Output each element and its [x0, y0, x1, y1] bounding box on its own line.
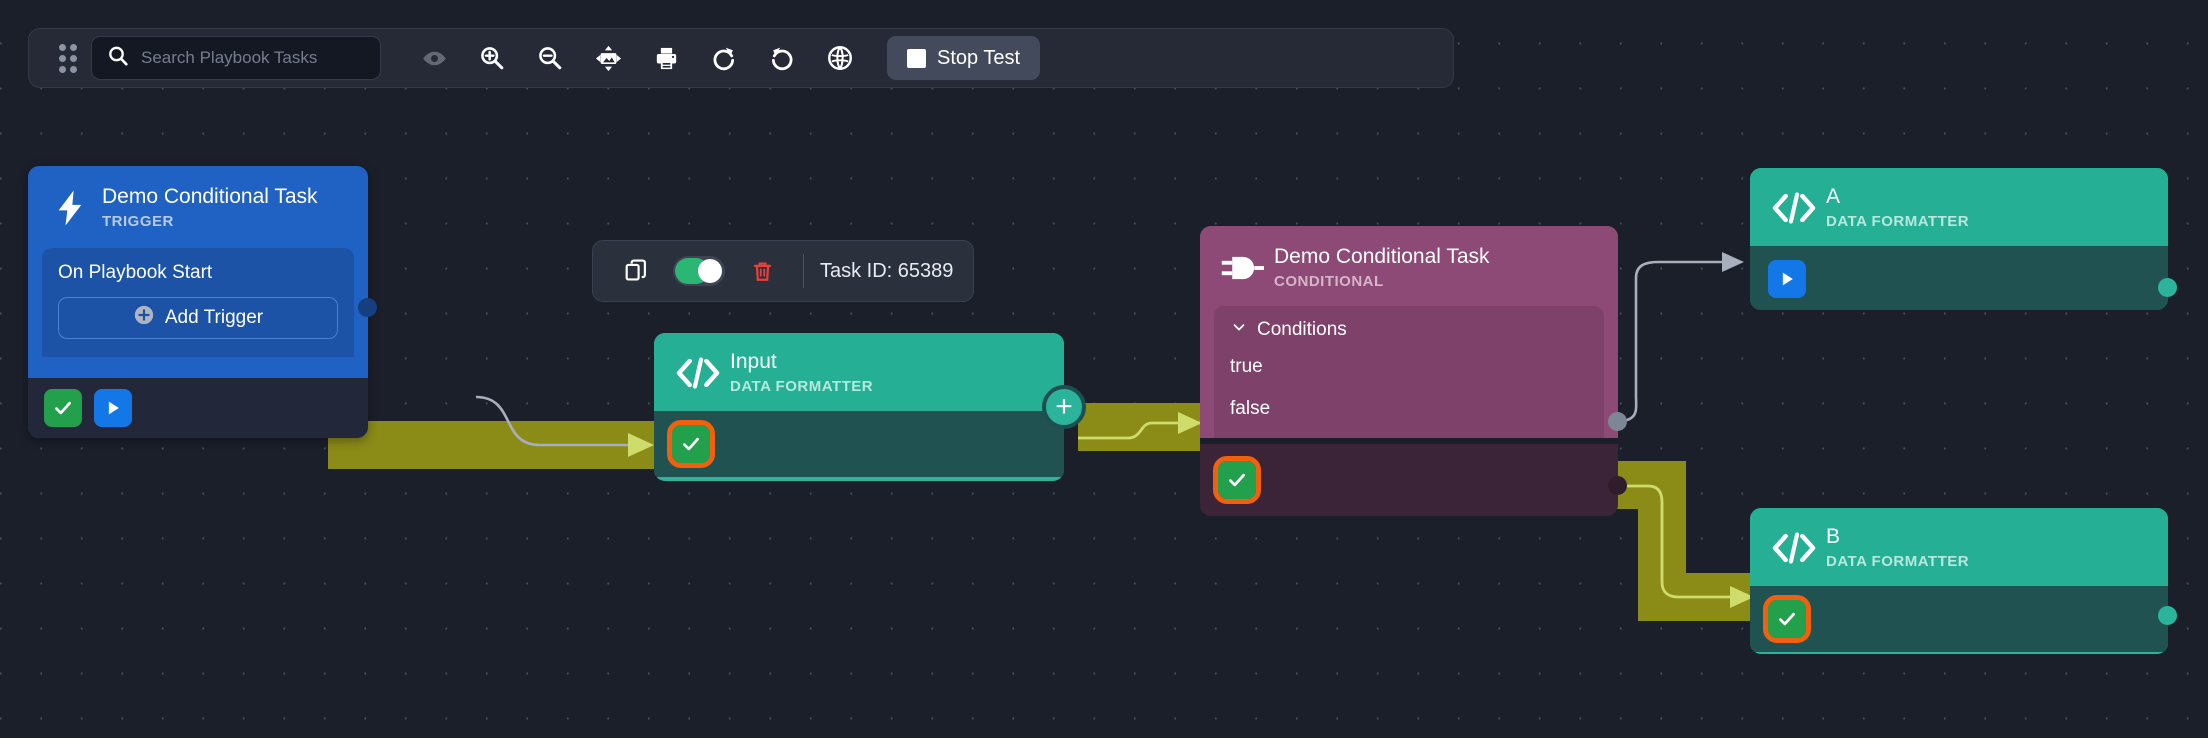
zoom-out-icon[interactable]: [521, 34, 579, 82]
node-b-header: B DATA FORMATTER: [1750, 508, 2168, 586]
eye-icon[interactable]: [405, 34, 463, 82]
conditions-section: Conditions true false: [1214, 306, 1604, 438]
node-b-check-button[interactable]: [1763, 595, 1811, 643]
condition-true-label: true: [1230, 356, 1263, 377]
search-field[interactable]: [91, 36, 381, 80]
trigger-title-block: Demo Conditional Task TRIGGER: [96, 184, 318, 232]
conditions-label: Conditions: [1257, 319, 1347, 340]
trigger-subtitle: TRIGGER: [102, 213, 174, 230]
code-icon: [1768, 531, 1820, 565]
plus-circle-icon: [133, 304, 155, 332]
node-b-inner: B DATA FORMATTER: [1750, 508, 2168, 654]
search-icon: [106, 44, 130, 73]
code-icon: [672, 356, 724, 390]
input-subtitle: DATA FORMATTER: [730, 378, 874, 395]
toggle-knob: [698, 259, 722, 283]
enable-toggle[interactable]: [673, 256, 725, 286]
trigger-header: Demo Conditional Task TRIGGER: [28, 166, 368, 244]
edge-arrow-input-conditional: [1178, 412, 1202, 434]
conditional-subtitle: CONDITIONAL: [1274, 273, 1384, 290]
node-a-footer: [1750, 246, 2168, 310]
undo-icon[interactable]: [753, 34, 811, 82]
stop-test-label: Stop Test: [937, 46, 1021, 69]
node-b-footer: [1750, 586, 2168, 652]
input-node-inner: Input DATA FORMATTER: [654, 333, 1064, 481]
toolbar-icon-group: [405, 34, 869, 82]
node-input[interactable]: Input DATA FORMATTER +: [654, 333, 1086, 481]
stop-square-icon: [907, 48, 926, 68]
conditional-title-block: Demo Conditional Task CONDITIONAL: [1268, 244, 1490, 292]
conditional-header: Demo Conditional Task CONDITIONAL: [1200, 226, 1618, 306]
trigger-play-button[interactable]: [94, 389, 132, 427]
edge-true-to-a: [1611, 260, 1740, 424]
edge-false-to-b-line: [1600, 484, 1752, 599]
edge-arrow-true-to-a: [1722, 252, 1744, 272]
node-a-output-port[interactable]: [2158, 278, 2177, 297]
add-trigger-button[interactable]: Add Trigger: [58, 297, 338, 339]
edge-arrow-trigger-input: [628, 433, 654, 457]
conditional-node-inner: Demo Conditional Task CONDITIONAL Condit…: [1200, 226, 1618, 438]
print-icon[interactable]: [637, 34, 695, 82]
node-a-play-button[interactable]: [1768, 260, 1806, 298]
playbook-toolbar: Stop Test: [28, 28, 1454, 88]
drag-handle-icon[interactable]: [51, 41, 85, 75]
trigger-body: On Playbook Start Add Trigger: [42, 248, 354, 357]
node-a-subtitle: DATA FORMATTER: [1826, 213, 1970, 230]
input-header: Input DATA FORMATTER: [654, 333, 1064, 411]
stop-test-button[interactable]: Stop Test: [887, 36, 1041, 80]
edge-arrow-false-to-b: [1730, 586, 1754, 608]
conditional-false-port[interactable]: [1608, 476, 1627, 495]
logic-gate-icon: [1216, 249, 1268, 287]
conditional-true-port[interactable]: [1608, 412, 1627, 431]
node-a-header: A DATA FORMATTER: [1750, 168, 2168, 246]
node-b-output-port[interactable]: [2158, 606, 2177, 625]
search-input[interactable]: [130, 48, 380, 68]
condition-row-false[interactable]: false: [1230, 388, 1588, 430]
input-check-button[interactable]: [667, 420, 715, 468]
node-a-title-block: A DATA FORMATTER: [1820, 184, 1969, 232]
conditions-toggle[interactable]: Conditions: [1230, 318, 1588, 346]
conditional-title: Demo Conditional Task: [1274, 245, 1490, 268]
trigger-title: Demo Conditional Task: [102, 185, 318, 208]
edge-input-conditional-line: [1078, 421, 1200, 440]
condition-false-label: false: [1230, 398, 1271, 419]
input-title-block: Input DATA FORMATTER: [724, 349, 873, 397]
globe-icon[interactable]: [811, 34, 869, 82]
delete-icon[interactable]: [737, 249, 787, 293]
code-icon: [1768, 191, 1820, 225]
chevron-down-icon: [1230, 318, 1248, 342]
condition-row-true[interactable]: true: [1230, 346, 1588, 388]
node-trigger[interactable]: Demo Conditional Task TRIGGER On Playboo…: [28, 166, 377, 438]
edge-trigger-input-line: [475, 395, 650, 447]
trigger-check-button[interactable]: [44, 389, 82, 427]
conditional-check-button[interactable]: [1213, 456, 1261, 504]
node-b-subtitle: DATA FORMATTER: [1826, 553, 1970, 570]
node-conditional[interactable]: Demo Conditional Task CONDITIONAL Condit…: [1200, 226, 1627, 516]
input-footer: [654, 411, 1064, 477]
task-context-toolbar: Task ID: 65389: [592, 240, 974, 302]
redo-icon[interactable]: [695, 34, 753, 82]
add-trigger-label: Add Trigger: [164, 307, 264, 328]
node-a[interactable]: A DATA FORMATTER: [1750, 168, 2177, 310]
zoom-in-icon[interactable]: [463, 34, 521, 82]
toolbar-divider: [803, 254, 804, 288]
input-title: Input: [730, 350, 777, 373]
task-id-label: Task ID: 65389: [820, 259, 954, 282]
trigger-footer: [28, 378, 368, 438]
plus-icon: +: [1055, 390, 1073, 423]
copy-icon[interactable]: [611, 249, 661, 293]
add-node-button[interactable]: +: [1042, 385, 1086, 429]
node-b-title-block: B DATA FORMATTER: [1820, 524, 1969, 572]
node-b-title: B: [1826, 525, 1841, 548]
conditional-footer: [1200, 444, 1618, 516]
fit-to-screen-icon[interactable]: [579, 34, 637, 82]
node-b[interactable]: B DATA FORMATTER: [1750, 508, 2177, 654]
trigger-body-label: On Playbook Start: [58, 262, 213, 283]
lightning-bolt-icon: [44, 186, 96, 230]
trigger-output-port[interactable]: [358, 298, 377, 317]
node-a-inner: A DATA FORMATTER: [1750, 168, 2168, 310]
node-a-title: A: [1826, 185, 1841, 208]
